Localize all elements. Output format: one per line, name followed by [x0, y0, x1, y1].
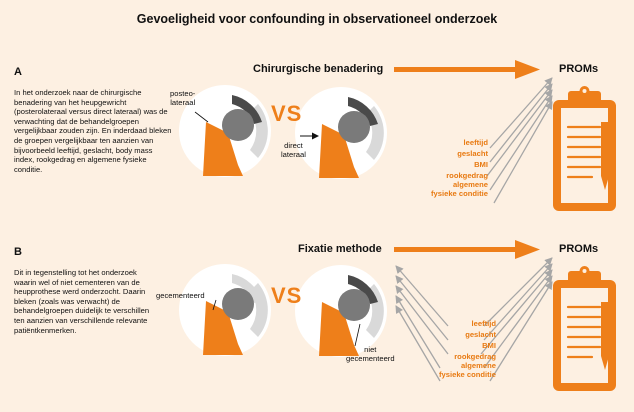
section-b-outcome: PROMs: [559, 243, 599, 255]
hip-image-b-left: [179, 264, 271, 356]
factor-smoking: rookgedrag: [454, 352, 496, 361]
pointer-line-b-left: [212, 299, 217, 311]
section-b-heading: Fixatie methode: [298, 243, 382, 255]
clipboard-icon: [553, 266, 616, 391]
section-a-outcome: PROMs: [559, 63, 599, 75]
confounder-arrows-b-outcome: [480, 257, 553, 382]
factor-age: leeftijd: [471, 319, 496, 328]
section-a-letter: A: [14, 66, 22, 78]
main-arrow-b: [394, 240, 540, 259]
section-b-letter: B: [14, 246, 22, 258]
main-arrow-a: [394, 60, 540, 79]
confounders-list-b: leeftijd geslacht BMI rookgedrag algemen…: [416, 318, 496, 379]
label-posterolateral: posteo- lateraal: [170, 89, 196, 107]
section-a-description: In het onderzoek naar de chirurgische be…: [14, 88, 172, 174]
confounders-list-a: leeftijd geslacht BMI rookgedrag algemen…: [408, 137, 488, 198]
label-cemented: gecementeerd: [156, 291, 205, 300]
confounder-arrows-b-exposure: [395, 265, 449, 382]
hip-image-a-right: [295, 87, 387, 179]
vs-label-a: VS: [271, 101, 303, 126]
pointer-line-b-right: [354, 323, 361, 347]
factor-age: leeftijd: [463, 138, 488, 147]
section-b-description: Dit in tegenstelling tot het onderzoek w…: [14, 268, 150, 335]
pointer-line-a-left: [194, 111, 209, 123]
confounder-arrows-a: [486, 77, 553, 204]
factor-general: algemene: [460, 361, 496, 370]
factor-smoking: rookgedrag: [446, 171, 488, 180]
clipboard-icon: [553, 86, 616, 211]
page-title: Gevoeligheid voor confounding in observa…: [136, 12, 498, 26]
factor-fitness: fysieke conditie: [439, 369, 496, 379]
factor-sex: geslacht: [457, 149, 488, 158]
hip-image-a-left: [179, 85, 271, 177]
hip-image-b-right: [295, 265, 387, 357]
section-a-heading: Chirurgische benadering: [253, 63, 384, 75]
factor-general: algemene: [452, 180, 488, 189]
label-direct-lateral: direct lateraal: [281, 141, 306, 159]
factor-bmi: BMI: [474, 160, 488, 169]
vs-label-b: VS: [271, 283, 303, 308]
factor-fitness: fysieke conditie: [431, 188, 488, 198]
factor-sex: geslacht: [465, 330, 496, 339]
label-uncemented: niet gecementeerd: [346, 345, 395, 363]
factor-bmi: BMI: [482, 341, 496, 350]
